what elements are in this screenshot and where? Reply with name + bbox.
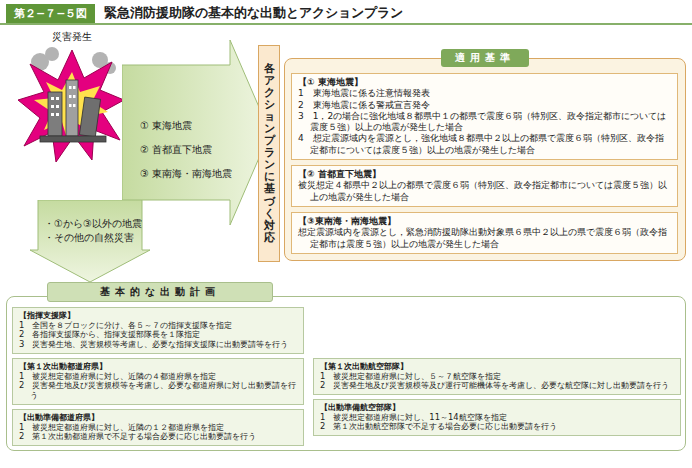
box-heading: 【第１次出動航空部隊】 xyxy=(320,362,674,372)
criteria-box: 【① 東海地震】1 東海地震に係る注意情報発表2 東海地震に係る警戒宣言発令3 … xyxy=(291,73,678,160)
arrow-outline xyxy=(30,200,150,282)
box-text: 3 1，2の場合に強化地域８都県中１の都県で震度６弱（特別区、政令指定都市につい… xyxy=(298,111,671,134)
box-heading: 【出動準備航空部隊】 xyxy=(320,403,674,413)
box-text: 2 第１次出動航空部隊で不足する場合必要に応じ出動要請を行う xyxy=(320,422,674,432)
box-heading: 【② 首都直下地震】 xyxy=(298,169,671,180)
title-rule xyxy=(0,23,692,25)
building-windows xyxy=(51,86,76,116)
box-text: 2 災害発生地及び災害規模等を考慮し、必要な都道府県に対し出動要請を行う xyxy=(19,381,297,400)
box-text: 1 被災想定都道府県に対し、11～14航空隊を指定 xyxy=(320,413,674,423)
dispatch-plan-panel: 【指揮支援隊】1 全国を８ブロックに分け、各５～７の指揮支援隊を指定2 各指揮支… xyxy=(6,296,686,451)
figure-title: 緊急消防援助隊の基本的な出動とアクションプラン xyxy=(104,4,403,22)
panel-heading: 基本的な出動計画 xyxy=(47,282,273,302)
box-text: 2 各指揮支援隊から、指揮支援部隊長を１隊指定 xyxy=(19,330,297,340)
arrow-shape xyxy=(122,40,270,225)
box-text: 被災想定４都県中２以上の都県で震度６弱（特別区、政令指定都市については震度５強）… xyxy=(298,180,671,203)
box-text: 3 災害発生地、災害規模等考慮し、必要な指揮支援隊に出動要請等を行う xyxy=(19,340,297,350)
box-text: 1 被災想定都道府県に対し、近隣の１２都道府県を指定 xyxy=(19,423,297,433)
box-heading: 【指揮支援隊】 xyxy=(19,311,297,321)
box-text: 2 第１次出動都道府県で不足する場合必要に応じ出動要請を行う xyxy=(19,432,297,442)
disaster-type-arrow: ① 東海地震 ② 首都直下地震 ③ 東南海・南海地震 xyxy=(122,40,270,225)
list-item: ① 東海地震 xyxy=(140,120,192,132)
plan-box: 【指揮支援隊】1 全国を８ブロックに分け、各５～７の指揮支援隊を指定2 各指揮支… xyxy=(12,307,304,354)
box-text: 4 想定震源域内を震源とし，強化地域８都県中２以上の都県で震度６弱（特別区、政令… xyxy=(298,133,671,156)
list-item: ③ 東南海・南海地震 xyxy=(140,168,232,180)
arrow-outline xyxy=(122,40,270,225)
box-text: 2 災害発生地及び災害規模等及び運行可能機体等を考慮し、必要な航空隊に対し出動要… xyxy=(320,381,674,391)
box-heading: 【第１次出動都道府県】 xyxy=(19,362,297,372)
vertical-label: 各アクションプランに基づく対応 xyxy=(264,63,275,244)
plan-box: 【第１次出動航空部隊】1 被災想定都道府県に対し、５～７航空隊を指定2 災害発生… xyxy=(313,358,681,395)
list-item: ・その他の自然災害 xyxy=(44,232,134,244)
box-heading: 【① 東海地震】 xyxy=(298,77,671,88)
plan-box: 【第１次出動都道府県】1 被災想定都道府県に対し、近隣の４都道府県を指定2 災害… xyxy=(12,358,304,405)
box-text: 想定震源域内を震源とし，緊急消防援助隊出動対象県６県中２以上の県で震度６弱（政令… xyxy=(298,227,671,250)
criteria-panel: 【① 東海地震】1 東海地震に係る注意情報発表2 東海地震に係る警戒宣言発令3 … xyxy=(284,58,686,261)
panel-heading: 適用基準 xyxy=(441,49,529,67)
disaster-label: 災害発生 xyxy=(52,30,92,44)
box-text: 2 東海地震に係る警戒宣言発令 xyxy=(298,100,671,111)
buildings xyxy=(40,80,106,142)
list-item: ② 首都直下地震 xyxy=(140,144,212,156)
list-item: ・①から③以外の地震 xyxy=(44,218,142,230)
action-plan-band: 各アクションプランに基づく対応 xyxy=(258,45,280,262)
explosion-core xyxy=(34,72,108,142)
figure-number: 第２−７−５図 xyxy=(6,4,95,23)
plan-box: 【出動準備都道府県】1 被災想定都道府県に対し、近隣の１２都道府県を指定2 第１… xyxy=(12,409,304,446)
plan-box: 【出動準備航空部隊】1 被災想定都道府県に対し、11～14航空隊を指定2 第１次… xyxy=(313,399,681,436)
box-text: 1 被災想定都道府県に対し、５～７航空隊を指定 xyxy=(320,372,674,382)
box-text: 1 東海地震に係る注意情報発表 xyxy=(298,88,671,99)
box-heading: 【③東南海・南海地震】 xyxy=(298,216,671,227)
box-heading: 【出動準備都道府県】 xyxy=(19,413,297,423)
criteria-box: 【③東南海・南海地震】想定震源域内を震源とし，緊急消防援助隊出動対象県６県中２以… xyxy=(291,212,678,254)
other-disaster-arrow: ・①から③以外の地震・その他の自然災害 xyxy=(30,200,150,282)
criteria-box: 【② 首都直下地震】被災想定４都県中２以上の都県で震度６弱（特別区、政令指定都市… xyxy=(291,165,678,207)
box-text: 1 被災想定都道府県に対し、近隣の４都道府県を指定 xyxy=(19,372,297,382)
explosion-burst xyxy=(18,50,124,162)
box-text: 1 全国を８ブロックに分け、各５～７の指揮支援隊を指定 xyxy=(19,321,297,331)
